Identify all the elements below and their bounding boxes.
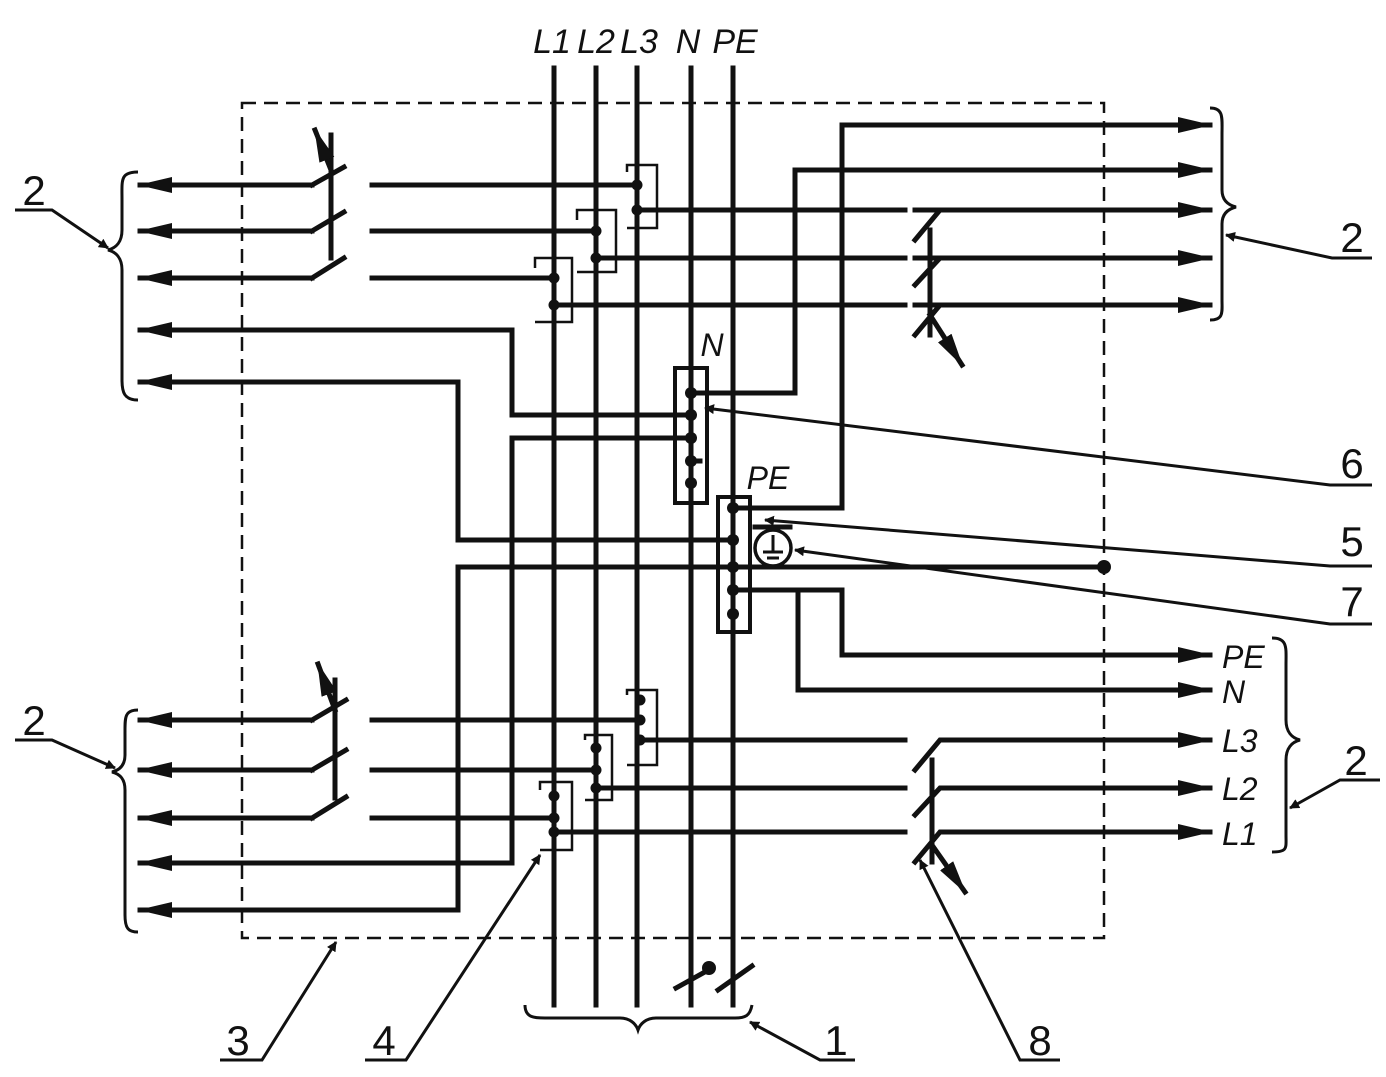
- n-bus-label: N: [700, 327, 724, 363]
- feeder-bottom-right: [730, 587, 1213, 896]
- fuse-group-bottom: [538, 688, 908, 852]
- bus-label-pe: PE: [712, 23, 758, 61]
- feeder-bottom-left: [137, 564, 640, 918]
- bus-label-l2: L2: [577, 23, 615, 61]
- callout-5: 5: [1340, 518, 1363, 565]
- pe-bus-terminal: PE: [716, 460, 790, 634]
- enclosure-boundary: [240, 101, 1106, 940]
- callout-4: 4: [372, 1017, 395, 1064]
- feeder-top-left: [137, 126, 736, 543]
- callout-1: 1: [824, 1017, 847, 1064]
- brace-top-left: [107, 170, 139, 402]
- callout-2-bottom-left: 2: [22, 697, 45, 744]
- brace-bottom-left: [111, 708, 139, 934]
- brace-bottom-right: [1271, 636, 1301, 854]
- output-label-l1: L1: [1222, 816, 1258, 852]
- bus-label-l1: L1: [533, 23, 571, 61]
- output-label-n: N: [1222, 674, 1246, 710]
- callout-2-bottom-right: 2: [1344, 737, 1367, 784]
- callout-leaders: [15, 208, 1380, 1062]
- callout-3: 3: [226, 1017, 249, 1064]
- callout-8: 8: [1028, 1017, 1051, 1064]
- output-label-l3: L3: [1222, 723, 1258, 759]
- callout-7: 7: [1340, 578, 1363, 625]
- main-switch: [672, 961, 756, 994]
- callout-2-top-right: 2: [1340, 214, 1363, 261]
- callout-2-top-left: 2: [22, 167, 45, 214]
- pe-bus-label: PE: [747, 460, 790, 496]
- brace-bottom-bus: [523, 1004, 754, 1035]
- output-label-pe: PE: [1222, 639, 1265, 675]
- brace-top-right: [1209, 106, 1237, 322]
- bus-label-n: N: [676, 23, 701, 61]
- callout-6: 6: [1340, 440, 1363, 487]
- ground-icon: [753, 528, 793, 568]
- fuse-group-top: [533, 163, 908, 324]
- feeder-top-right: [688, 117, 1213, 511]
- enclosure-ground-point: [1097, 560, 1111, 574]
- bus-label-l3: L3: [620, 23, 658, 61]
- output-label-l2: L2: [1222, 771, 1258, 807]
